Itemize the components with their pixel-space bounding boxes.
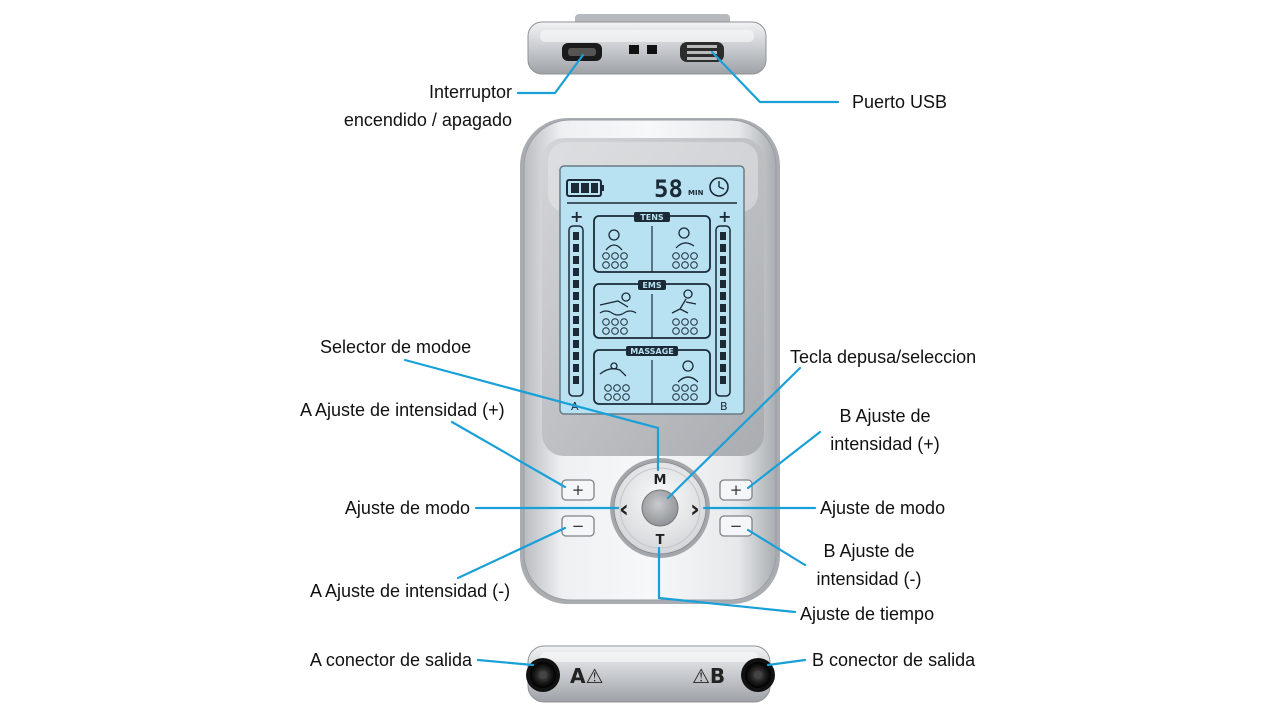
device-bottom-edge: A⚠ ⚠B xyxy=(526,645,775,703)
lcd-plus-b: + xyxy=(718,207,731,226)
callout-line-tecla xyxy=(666,366,802,500)
label-a-conector: A conector de salida xyxy=(309,650,472,670)
lcd-section-tens: TENS xyxy=(593,212,711,273)
callout-line-usb xyxy=(710,50,840,104)
callout-line-a-minus xyxy=(456,526,567,580)
device-body: 58 MIN + A + B xyxy=(520,118,780,604)
lcd-section-ems: EMS xyxy=(593,280,711,339)
label-ajuste-modo-left: Ajuste de modo xyxy=(344,498,470,518)
lcd-massage-label: MASSAGE xyxy=(630,347,674,356)
time-key-t[interactable]: T xyxy=(656,533,665,548)
label-interruptor-line1: Interruptor xyxy=(428,82,512,102)
label-b-intensidad-mas-line2: intensidad (+) xyxy=(830,434,940,454)
label-b-intensidad-mas: B Ajuste de intensidad (+) xyxy=(810,402,960,458)
b-minus-button[interactable]: − xyxy=(719,515,753,537)
intensity-bar-a xyxy=(573,232,579,384)
pause-select-button[interactable] xyxy=(641,489,679,527)
callout-line-b-minus xyxy=(746,528,807,567)
callout-line-tiempo xyxy=(657,546,797,614)
device-top-edge xyxy=(527,14,767,75)
lcd-section-massage: MASSAGE xyxy=(593,346,711,405)
clock-icon xyxy=(709,177,729,197)
lcd-channel-b: B xyxy=(720,400,728,413)
lcd-timer-unit: MIN xyxy=(688,189,704,197)
mode-key-m[interactable]: M xyxy=(654,473,667,488)
label-interruptor: Interruptor encendido / apagado xyxy=(344,78,512,134)
connector-a-marking: A⚠ xyxy=(570,664,603,688)
arrow-right-icon[interactable]: › xyxy=(690,495,700,523)
lcd-timer-value: 58 xyxy=(654,175,683,203)
b-plus-glyph: + xyxy=(730,481,743,499)
a-plus-button[interactable]: + xyxy=(561,479,595,501)
label-tecla-pausa: Tecla depusa/seleccion xyxy=(790,347,977,367)
body-figure-icon xyxy=(605,227,695,251)
a-minus-glyph: − xyxy=(572,517,585,535)
lcd-tens-label: TENS xyxy=(640,213,664,222)
lcd-plus-a: + xyxy=(570,207,583,226)
label-selector-modo: Selector de modoe xyxy=(320,337,472,357)
b-minus-glyph: − xyxy=(730,517,743,535)
callout-line-a-plus xyxy=(450,420,567,489)
label-b-intensidad-menos-line1: B Ajuste de xyxy=(823,541,915,561)
label-interruptor-line2: encendido / apagado xyxy=(343,110,512,130)
callout-line-interruptor xyxy=(516,53,585,95)
connector-b-marking: ⚠B xyxy=(692,664,725,688)
label-b-intensidad-menos-line2: intensidad (-) xyxy=(816,569,922,589)
a-plus-glyph: + xyxy=(572,481,585,499)
callout-line-a-conector xyxy=(476,658,535,667)
runner-icon xyxy=(671,289,697,314)
lcd-ems-label: EMS xyxy=(642,281,661,290)
callout-line-selector xyxy=(403,358,660,472)
intensity-bar-b xyxy=(720,232,726,384)
label-b-intensidad-mas-line1: B Ajuste de xyxy=(839,406,931,426)
massage-hand-icon xyxy=(599,360,699,383)
label-a-intensidad-mas: A Ajuste de intensidad (+) xyxy=(300,400,505,420)
swimmer-icon xyxy=(599,292,637,316)
callout-lines xyxy=(403,50,840,667)
label-puerto-usb: Puerto USB xyxy=(852,92,948,112)
callout-line-b-conector xyxy=(766,658,807,667)
label-a-intensidad-menos: A Ajuste de intensidad (-) xyxy=(310,581,511,601)
arrow-left-icon[interactable]: ‹ xyxy=(619,495,629,523)
label-b-intensidad-menos: B Ajuste de intensidad (-) xyxy=(794,537,944,593)
b-plus-button[interactable]: + xyxy=(719,479,753,501)
label-ajuste-tiempo: Ajuste de tiempo xyxy=(800,604,935,624)
a-minus-button[interactable]: − xyxy=(561,515,595,537)
label-ajuste-modo-right: Ajuste de modo xyxy=(820,498,946,518)
label-b-conector: B conector de salida xyxy=(812,650,976,670)
callout-line-b-plus xyxy=(746,430,822,490)
